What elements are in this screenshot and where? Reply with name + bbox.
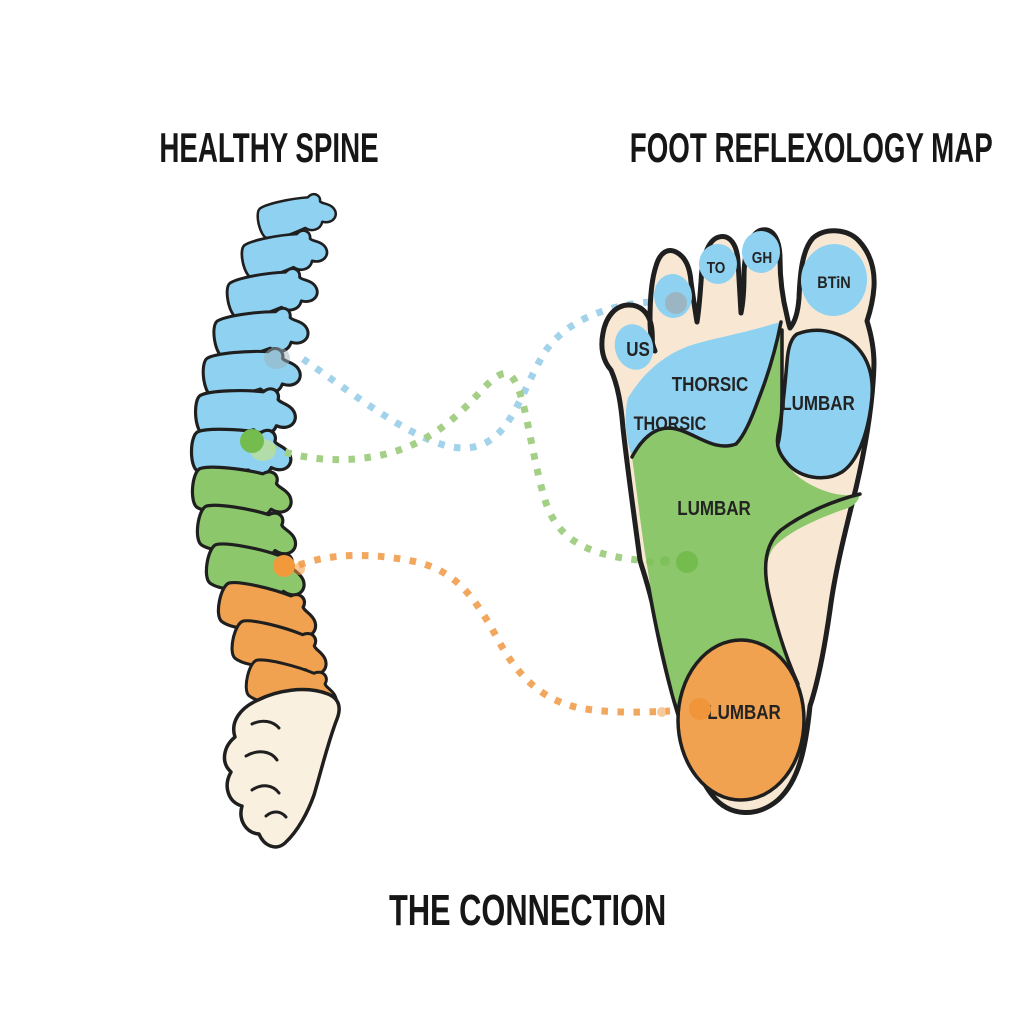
label-lumbar-arch: LUMBAR [677,497,751,520]
label-thorsic-upper: THORSIC [672,373,748,396]
spine-markers [240,347,305,577]
foot-marker-green-trail [646,558,654,566]
sacrum [222,687,341,849]
foot-marker-green-trail [660,556,670,566]
foot-zone-labels: US TO GH BTiN THORSIC THORSIC LUMBAR LUM… [626,250,855,723]
boundary-band-left [630,320,783,459]
connection-title: THE CONNECTION [389,886,667,935]
toe-pad-second [742,231,780,273]
foot-marker-orange [689,698,711,720]
region-arch-green [632,322,860,745]
toe-pads [614,231,868,370]
spine-marker-orange [273,555,295,577]
foot-markers [646,292,711,720]
label-toe-little: US [626,338,650,361]
foot-illustration: US TO GH BTiN THORSIC THORSIC LUMBAR LUM… [599,227,877,815]
label-toe-second: GH [752,250,772,267]
spine-marker-orange-small [293,563,305,575]
label-toe-big: BTiN [817,274,850,292]
connection-line-orange [297,551,671,716]
spine-title: HEALTHY SPINE [159,124,379,171]
toe-pad-third [699,244,737,284]
foot-marker-orange-trail [657,707,667,717]
connection-line-green [268,369,671,566]
region-ball-left-blue [625,322,781,457]
label-thorsic-lower: THORSIC [634,413,707,435]
toe-pad-big [800,244,868,316]
toe-pad-little [614,324,654,370]
boundary-arch [763,492,862,686]
region-heel-orange [676,638,806,802]
connection-line-blue [301,298,651,452]
sacrum-detail-lines [244,719,288,819]
spine-marker-blue-faded [264,347,290,369]
spine-marker-green [240,429,264,453]
foot-marker-green [676,551,698,573]
region-ball-right-blue [775,328,874,480]
label-lumbar-right: LUMBAR [781,392,855,415]
label-toe-third: TO [707,260,726,277]
spine-illustration [189,187,344,849]
connection-lines [268,298,671,716]
foot-marker-toe-gray [665,292,687,314]
boundary-band-right [776,328,784,446]
label-lumbar-heel: LUMBAR [707,701,781,724]
